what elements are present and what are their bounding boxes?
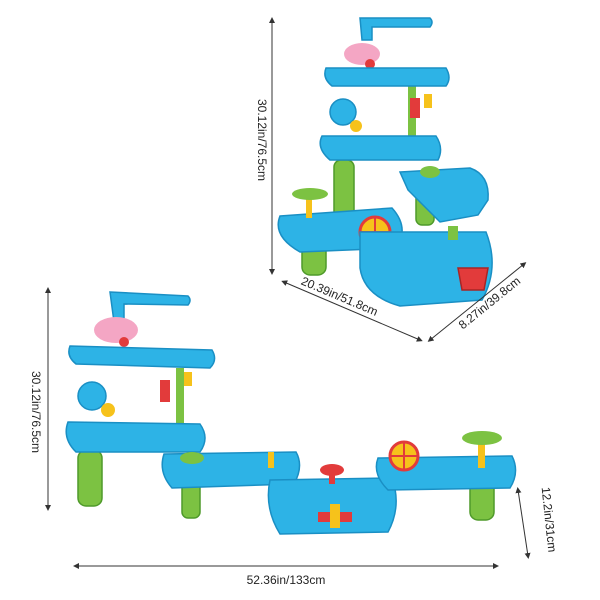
bottom-spout <box>109 291 191 323</box>
top-width-line <box>281 280 423 342</box>
top-slide-tray <box>398 167 489 223</box>
top-spout <box>359 17 433 41</box>
top-pink-whale <box>344 43 380 65</box>
top-blue-fish <box>329 98 357 126</box>
bottom-table-height-line <box>515 487 531 559</box>
bottom-red-yellow-part <box>318 504 352 528</box>
bottom-blue-fish <box>77 381 107 411</box>
top-dimension-lines <box>269 17 527 342</box>
bottom-toy-layout <box>65 291 517 535</box>
bottom-leg-left <box>77 449 103 507</box>
bottom-dimension-lines <box>45 287 531 569</box>
top-palm-tree <box>292 188 328 218</box>
bottom-height-label: 30.12in/76.5cm <box>29 371 43 453</box>
bottom-tier-1 <box>68 345 216 369</box>
bottom-tier-2 <box>65 421 206 453</box>
bottom-table-height-label: 12.2in/31cm <box>539 486 560 552</box>
bottom-palm-tree <box>462 431 502 468</box>
top-tier-2 <box>319 135 442 161</box>
top-depth-line <box>427 262 527 342</box>
bottom-pink-whale <box>94 317 138 343</box>
top-height-label: 30.12in/76.5cm <box>255 99 269 181</box>
top-red-bucket <box>457 267 489 291</box>
top-tier-1 <box>324 67 450 87</box>
top-toy-tower <box>277 17 493 307</box>
bottom-red-funnel <box>320 464 344 484</box>
bottom-water-wheel <box>388 440 420 472</box>
bottom-length-label: 52.36in/133cm <box>247 573 326 587</box>
bottom-pole <box>176 368 184 428</box>
